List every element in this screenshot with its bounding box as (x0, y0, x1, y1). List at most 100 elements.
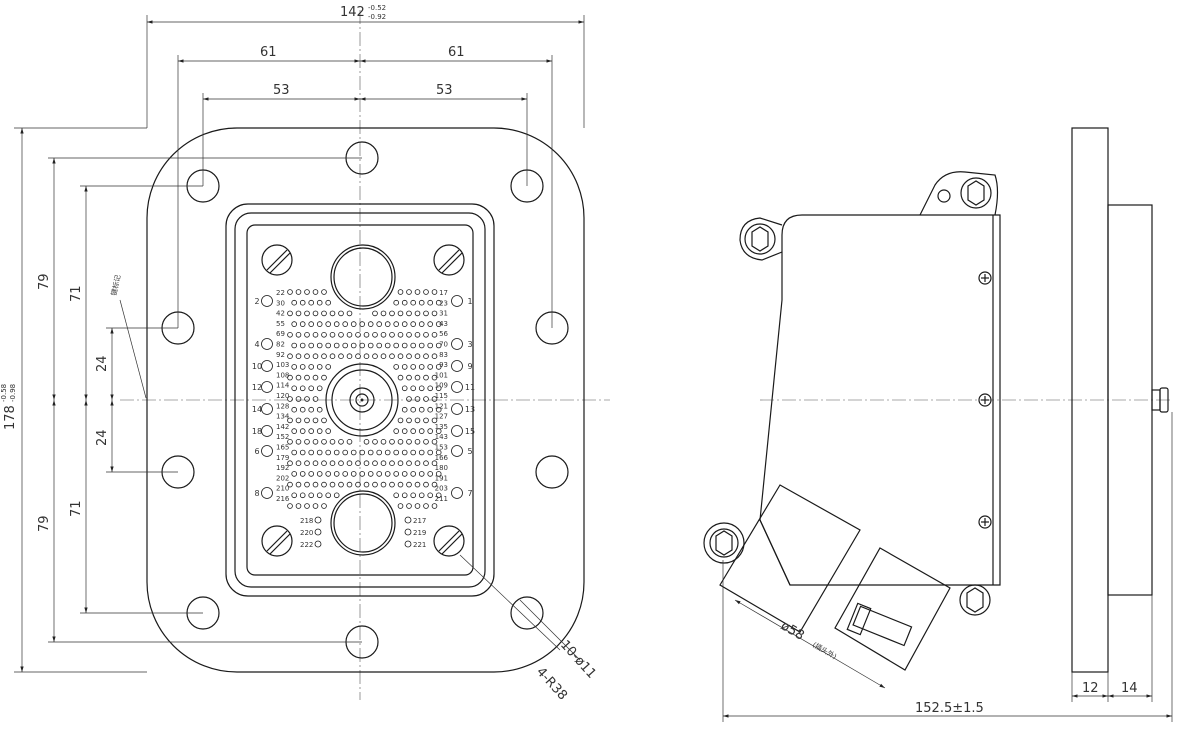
dim-71-top: 71 (69, 285, 84, 302)
dim-overall-width: 142 (340, 5, 365, 20)
contact-pin (427, 492, 434, 499)
contact-pin (312, 503, 319, 509)
insert-screws (261, 244, 465, 557)
contact-pin (435, 299, 442, 306)
contact-number-label: 179 (276, 454, 289, 462)
holes-callout: 10-ø11 (557, 638, 599, 682)
large-contact (261, 338, 273, 350)
left-lug (739, 217, 783, 261)
contact-pin (414, 438, 421, 445)
contact-pin (295, 374, 302, 381)
contact-pin (414, 353, 421, 360)
contact-pin (350, 449, 357, 456)
contact-pin (401, 471, 408, 477)
contact-pin (299, 428, 306, 434)
contact-pin (384, 471, 391, 477)
contact-pin (312, 289, 319, 295)
contact-pin (401, 385, 408, 392)
contact-number-label: 191 (435, 474, 448, 482)
contact-pin (410, 385, 417, 392)
contact-pin (414, 460, 421, 467)
contact-pin (397, 438, 404, 445)
dim-71-bottom: 71 (69, 500, 84, 517)
contact-pin (372, 331, 378, 338)
contact-number-label: 219 (413, 529, 426, 537)
contact-pin (414, 374, 421, 381)
small-contact-labels-left: 2230425569829210310811412012813414215216… (276, 289, 290, 503)
contact-pin (372, 460, 378, 467)
contact-pin (325, 299, 332, 306)
large-contact-label: 18 (252, 427, 262, 436)
contact-pin (321, 438, 327, 445)
contact-pin (431, 460, 438, 467)
contact-number-label: 211 (435, 495, 448, 503)
contact-number-label: 153 (435, 444, 448, 452)
contact-pin (299, 342, 306, 349)
contact-pin (346, 460, 353, 467)
contact-pin (363, 331, 370, 338)
contact-pin (427, 321, 434, 327)
contact-pin (393, 428, 400, 434)
mounting-hole (510, 596, 544, 630)
contact-pin (295, 353, 302, 360)
contact-pin (316, 385, 323, 392)
contact-pin (423, 438, 429, 445)
contact-pin (312, 353, 319, 360)
contact-pin (397, 331, 404, 338)
contact-pin (321, 289, 327, 295)
contact-pin (423, 481, 429, 488)
large-contact-label: 3 (467, 340, 472, 349)
contact-pin (287, 289, 293, 295)
top-cavity (330, 244, 396, 310)
contact-pin (406, 481, 412, 488)
large-contact (261, 425, 273, 437)
contact-pin (287, 460, 293, 467)
dim-overall-height-tol-lower: -0.98 (9, 384, 17, 402)
contact-pin (287, 310, 293, 317)
contact-pin (325, 342, 332, 349)
contact-pin (397, 353, 404, 360)
dim-overall-height: 178 (3, 405, 18, 430)
side-screw (978, 393, 992, 407)
contact-pin (418, 449, 425, 456)
contact-number-label: 108 (276, 371, 289, 379)
contact-pin (393, 492, 400, 499)
large-contact-label: 11 (465, 383, 475, 392)
contact-pin (393, 449, 400, 456)
contact-pin (404, 516, 412, 524)
contact-pin (431, 289, 438, 295)
contact-pin (423, 289, 429, 295)
contact-pin (431, 374, 438, 381)
keyway-label: 键标记 (109, 274, 122, 296)
cable-clamp (703, 484, 991, 671)
contact-pin (321, 503, 327, 509)
contact-pin (404, 528, 412, 536)
contact-pin (359, 321, 366, 327)
contact-pin (350, 342, 357, 349)
small-contact-labels-right: 1723314356708393101109115121127135143153… (435, 289, 449, 503)
contact-pin (299, 406, 306, 413)
dim-53-right: 53 (436, 83, 453, 98)
contact-pin (291, 321, 298, 327)
contact-pin (380, 310, 387, 317)
contact-pin (376, 321, 383, 327)
contact-pin (404, 540, 412, 548)
contact-pin (406, 396, 412, 402)
insert-face (246, 224, 474, 576)
contact-pin (393, 471, 400, 477)
contact-number-label: 101 (435, 371, 448, 379)
holes-leader (519, 599, 581, 661)
contact-pin (384, 449, 391, 456)
front-vertical-dimensions: 178 -0.58 -0.98 79 79 71 71 24 24 (0, 127, 362, 673)
contact-pin (431, 438, 438, 445)
contact-number-label: 83 (439, 351, 448, 359)
contact-pin (418, 492, 425, 499)
contact-pin (325, 321, 332, 327)
contact-pin (414, 481, 421, 488)
contact-number-label: 42 (276, 310, 285, 318)
contact-number-label: 17 (439, 289, 448, 297)
contact-pin (414, 289, 421, 295)
contact-pin (333, 342, 340, 349)
